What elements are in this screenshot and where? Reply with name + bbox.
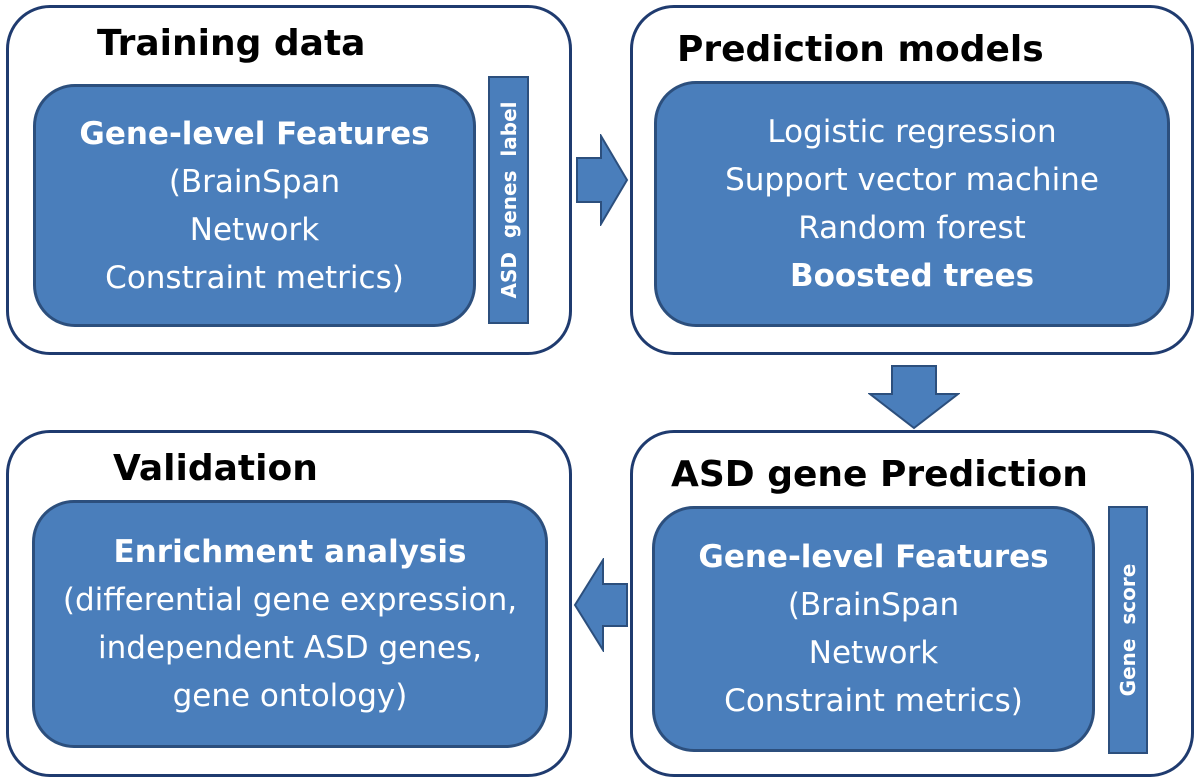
- gene-score-text: Gene score: [1116, 563, 1140, 697]
- training-features-line: Constraint metrics): [105, 259, 404, 296]
- arrow-down-icon: [868, 365, 960, 430]
- validation-line: (differential gene expression,: [62, 582, 518, 618]
- training-features-line: Network: [189, 211, 320, 248]
- prediction-features-heading: Gene-level Features: [698, 539, 1049, 575]
- arrow-left-icon: [573, 558, 628, 652]
- model-item: Random forest: [798, 210, 1026, 246]
- training-features-heading: Gene-level Features: [79, 115, 430, 152]
- prediction-features-line: Network: [808, 635, 939, 671]
- validation-line: gene ontology): [172, 678, 408, 714]
- training-features-box: Gene-level Features (BrainSpan Network C…: [33, 84, 476, 327]
- model-item-highlighted: Boosted trees: [789, 258, 1035, 294]
- gene-score-bar: Gene score: [1108, 506, 1148, 754]
- validation-title: Validation: [113, 448, 318, 489]
- prediction-models-title: Prediction models: [677, 29, 1044, 70]
- validation-heading: Enrichment analysis: [113, 534, 467, 570]
- model-item: Support vector machine: [725, 162, 1099, 198]
- arrow-right-icon: [576, 134, 629, 226]
- validation-box: Enrichment analysis (differential gene e…: [32, 500, 548, 748]
- prediction-features-box: Gene-level Features (BrainSpan Network C…: [652, 506, 1095, 752]
- prediction-models-box: Logistic regression Support vector machi…: [654, 81, 1170, 327]
- asd-gene-prediction-title: ASD gene Prediction: [671, 454, 1088, 495]
- prediction-features-line: Constraint metrics): [724, 683, 1023, 719]
- asd-genes-label-bar: ASD genes label: [488, 76, 529, 324]
- validation-line: independent ASD genes,: [98, 630, 482, 666]
- prediction-features-line: (BrainSpan: [787, 587, 960, 623]
- model-item: Logistic regression: [767, 114, 1057, 150]
- training-data-title: Training data: [97, 23, 366, 64]
- training-features-line: (BrainSpan: [168, 163, 341, 200]
- asd-genes-label-text: ASD genes label: [496, 101, 521, 299]
